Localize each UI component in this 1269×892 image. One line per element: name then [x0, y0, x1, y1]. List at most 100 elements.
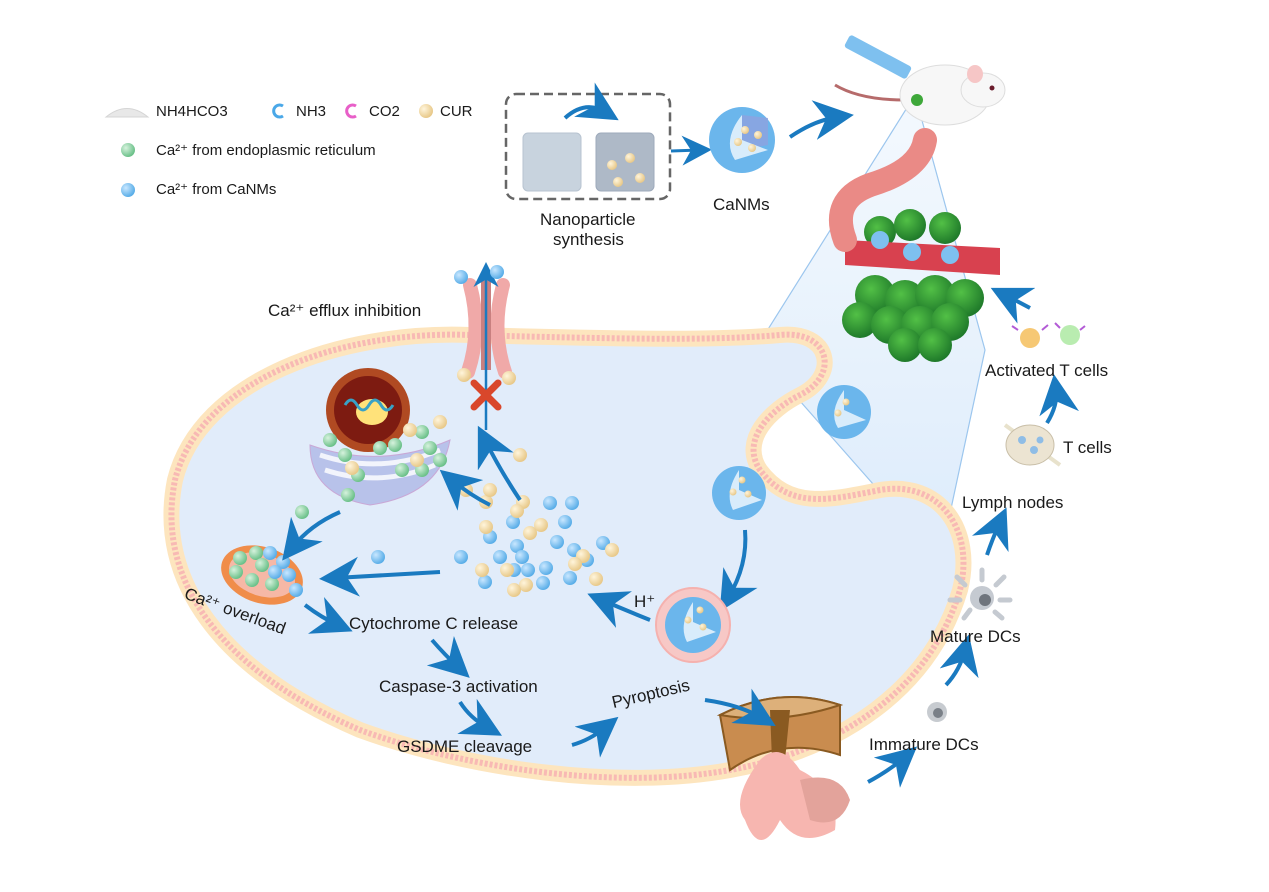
calcium-channel-icon — [454, 262, 516, 430]
calcium-ion-er — [255, 558, 269, 572]
calcium-ion-er — [233, 551, 247, 565]
arrow-gsdme-to-pyroptosis — [571, 716, 619, 758]
legend-label-er-calcium: Ca²⁺ from endoplasmic reticulum — [156, 142, 376, 159]
curcumin-particle — [589, 572, 603, 586]
tumor-site-icon — [911, 94, 923, 106]
curcumin-particle — [507, 583, 521, 597]
calcium-ion-canm — [454, 550, 468, 564]
mature-dcs-label: Mature DCs — [930, 627, 1021, 646]
calcium-ion-canm — [515, 550, 529, 564]
arrow-ions-to-mito — [319, 556, 441, 597]
curcumin-particle — [523, 526, 537, 540]
calcium-ion-canm — [543, 496, 557, 510]
arrow-immature-to-mature — [939, 634, 979, 687]
legend-label-co2: CO2 — [369, 103, 400, 120]
calcium-ion-er — [295, 505, 309, 519]
tumor-tissue-icon — [829, 128, 1000, 362]
legend-label-cur: CUR — [440, 103, 473, 120]
calcium-ion-canm — [493, 550, 507, 564]
arrow-mito-to-cytc — [303, 597, 353, 634]
calcium-ion-canm — [268, 565, 282, 579]
calcium-ion-canm — [263, 546, 277, 560]
canms-label: CaNMs — [713, 195, 770, 214]
efflux-inhibition-label: Ca²⁺ efflux inhibition — [268, 301, 422, 320]
calcium-ion-er — [433, 453, 447, 467]
arrow-endocytosis — [719, 529, 758, 612]
calcium-ion-canm — [371, 550, 385, 564]
activated-t-cells-icon — [1011, 322, 1086, 348]
er-calcium-ions — [229, 415, 447, 597]
nanoparticle-outside-icon — [817, 385, 871, 439]
synthesis-label-line2: synthesis — [553, 230, 624, 249]
arrow-cytc-to-caspase — [426, 636, 470, 678]
arrow-to-channel — [477, 425, 522, 502]
proton-label: H⁺ — [634, 592, 656, 611]
mouse-injection-icon — [834, 35, 1006, 126]
curcumin-sphere-icon — [419, 104, 433, 118]
lymph-node-icon — [1003, 423, 1062, 467]
arrow-caspase-to-gsdme — [457, 698, 502, 736]
green-calcium-ion-icon — [121, 143, 135, 157]
curcumin-particle — [605, 543, 619, 557]
curcumin-particle — [403, 423, 417, 437]
calcium-ion-er — [323, 433, 337, 447]
calcium-ion-canm — [539, 561, 553, 575]
curcumin-particle — [483, 483, 497, 497]
curcumin-particle — [568, 557, 582, 571]
blood-vessel-icon — [845, 240, 1000, 275]
curcumin-particle — [479, 520, 493, 534]
curcumin-particle — [410, 453, 424, 467]
legend-icons — [104, 103, 433, 197]
blue-calcium-ion-icon — [121, 183, 135, 197]
arrow-release — [587, 591, 651, 628]
calcium-ion-er — [229, 565, 243, 579]
arrow-tcells-to-tumor — [990, 287, 1036, 324]
calcium-ion-canm — [282, 568, 296, 582]
arrow-pyroptosis-to-dc — [867, 746, 918, 788]
arrow-to-er — [439, 469, 491, 511]
calcium-ion-canm — [550, 535, 564, 549]
legend-label-nh3: NH3 — [296, 103, 327, 120]
immature-dcs-label: Immature DCs — [869, 735, 979, 754]
canm-nanoparticle-icon — [709, 107, 775, 173]
released-ion-cluster — [371, 448, 619, 597]
arrow-er-to-mito — [282, 510, 341, 561]
synthesis-box — [504, 82, 712, 201]
calcium-ion-canm — [536, 576, 550, 590]
ammonia-molecule-icon — [272, 103, 284, 119]
pathway-step-caspase-3: Caspase-3 activation — [379, 677, 538, 696]
calcium-ion-er — [395, 463, 409, 477]
curcumin-particle — [513, 448, 527, 462]
curcumin-particle — [510, 504, 524, 518]
calcium-ion-er — [245, 573, 259, 587]
activated-t-cells-label: Activated T cells — [985, 361, 1109, 380]
t-cells-label: T cells — [1063, 438, 1112, 457]
nanoparticle-endocytosing-icon — [712, 466, 766, 520]
co2-molecule-icon — [345, 103, 357, 119]
calcium-ion-er — [388, 438, 402, 452]
mature-dc-icon — [947, 567, 1013, 621]
beaker-1-icon — [522, 132, 582, 192]
calcium-ion-canm — [563, 571, 577, 585]
arrow-lymph-to-activated — [1039, 374, 1079, 425]
calcium-ion-er — [265, 577, 279, 591]
inhibition-x-icon — [470, 379, 502, 411]
immature-dc-icon — [927, 702, 947, 722]
calcium-ion-canm — [289, 583, 303, 597]
lymph-nodes-label: Lymph nodes — [962, 493, 1064, 512]
curcumin-particle — [519, 578, 533, 592]
beaker-2-icon — [595, 132, 655, 192]
calcium-ion-canm — [558, 515, 572, 529]
calcium-ion-er — [249, 546, 263, 560]
arrow-mature-to-lymph — [971, 507, 1009, 556]
calcium-ion-canm — [478, 575, 492, 589]
arrow-pyroptosis-to-burst — [704, 688, 776, 727]
arrow-to-mouse — [788, 100, 854, 140]
pathway-step-gsdme: GSDME cleavage — [397, 737, 533, 756]
calcium-ion-canm — [506, 515, 520, 529]
legend-label-nh4hco3: NH4HCO3 — [156, 103, 228, 120]
calcium-ion-er — [415, 425, 429, 439]
curcumin-particle — [534, 518, 548, 532]
calcium-ion-er — [338, 448, 352, 462]
